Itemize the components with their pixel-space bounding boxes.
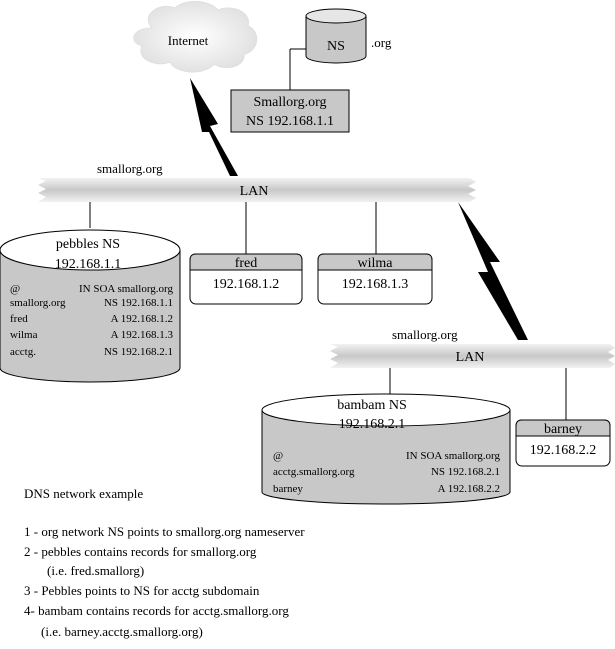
bambam-record-value: A 192.168.2.2 bbox=[438, 483, 500, 495]
note-line: 3 - Pebbles points to NS for acctg subdo… bbox=[24, 583, 260, 598]
lan1-bar: LAN bbox=[38, 178, 476, 202]
barney-name: barney bbox=[544, 422, 582, 437]
org-zone-label: .org bbox=[371, 35, 392, 50]
note-line: 2 - pebbles contains records for smallor… bbox=[24, 544, 257, 559]
pebbles-record-name: @ bbox=[10, 283, 20, 295]
bambam-ip: 192.168.2.1 bbox=[339, 417, 406, 432]
bambam-record-name: acctg.smallorg.org bbox=[273, 466, 355, 478]
org-ns-database: NS bbox=[305, 8, 367, 64]
wilma-name: wilma bbox=[358, 256, 394, 271]
note-line: (i.e. fred.smallorg) bbox=[47, 563, 144, 578]
smallorg-box-title: Smallorg.org bbox=[254, 95, 327, 110]
pebbles-record-value: A 192.168.1.3 bbox=[111, 329, 174, 341]
pebbles-record-value: IN SOA smallorg.org bbox=[79, 283, 174, 295]
bambam-record-value: NS 192.168.2.1 bbox=[431, 466, 500, 478]
pebbles-record-name: smallorg.org bbox=[10, 297, 66, 309]
smallorg-box-ns: NS 192.168.1.1 bbox=[246, 114, 334, 129]
note-line: 4- bambam contains records for acctg.sma… bbox=[24, 603, 289, 618]
note-line: (i.e. barney.acctg.smallorg.org) bbox=[41, 624, 203, 639]
pebbles-record-value: NS 192.168.2.1 bbox=[104, 346, 173, 358]
bambam-record-value: IN SOA smallorg.org bbox=[406, 450, 501, 462]
notes-block: DNS network example 1 - org network NS p… bbox=[24, 486, 305, 639]
pebbles-record-name: acctg. bbox=[10, 346, 36, 358]
pebbles-ns-database: pebbles NS 192.168.1.1 @ IN SOA smallorg… bbox=[0, 229, 181, 383]
bambam-record-name: @ bbox=[273, 450, 283, 462]
pebbles-record-name: fred bbox=[10, 313, 28, 325]
pebbles-record-value: NS 192.168.1.1 bbox=[104, 297, 173, 309]
fred-ip: 192.168.1.2 bbox=[213, 277, 280, 292]
barney-host: barney 192.168.2.2 bbox=[515, 419, 611, 467]
bambam-ns-database: bambam NS 192.168.2.1 @ IN SOA smallorg.… bbox=[261, 393, 511, 505]
pebbles-record-name: wilma bbox=[10, 329, 38, 341]
lan2-bar: LAN bbox=[330, 344, 615, 368]
lan-link-bolt bbox=[458, 202, 528, 340]
barney-ip: 192.168.2.2 bbox=[530, 443, 597, 458]
bambam-title: bambam NS bbox=[337, 398, 407, 413]
org-ns-label: NS bbox=[327, 39, 345, 54]
bambam-record-name: barney bbox=[273, 483, 303, 495]
lan2-label: LAN bbox=[456, 350, 485, 365]
note-line: 1 - org network NS points to smallorg.or… bbox=[24, 524, 305, 539]
lan1-label: LAN bbox=[240, 184, 269, 199]
fred-name: fred bbox=[235, 256, 258, 271]
wilma-host: wilma 192.168.1.3 bbox=[317, 253, 433, 305]
pebbles-title: pebbles NS bbox=[56, 237, 120, 252]
notes-title: DNS network example bbox=[24, 486, 143, 501]
lan2-zone-label: smallorg.org bbox=[392, 327, 458, 342]
internet-cloud: Internet bbox=[133, 1, 258, 73]
pebbles-record-value: A 192.168.1.2 bbox=[111, 313, 173, 325]
wan-link-bolt bbox=[190, 78, 238, 176]
lan1-zone-label: smallorg.org bbox=[97, 161, 163, 176]
fred-host: fred 192.168.1.2 bbox=[189, 253, 303, 305]
wilma-ip: 192.168.1.3 bbox=[342, 277, 409, 292]
smallorg-ns-record-box: Smallorg.org NS 192.168.1.1 bbox=[230, 89, 350, 133]
pebbles-ip: 192.168.1.1 bbox=[55, 257, 122, 272]
internet-label: Internet bbox=[168, 33, 209, 48]
